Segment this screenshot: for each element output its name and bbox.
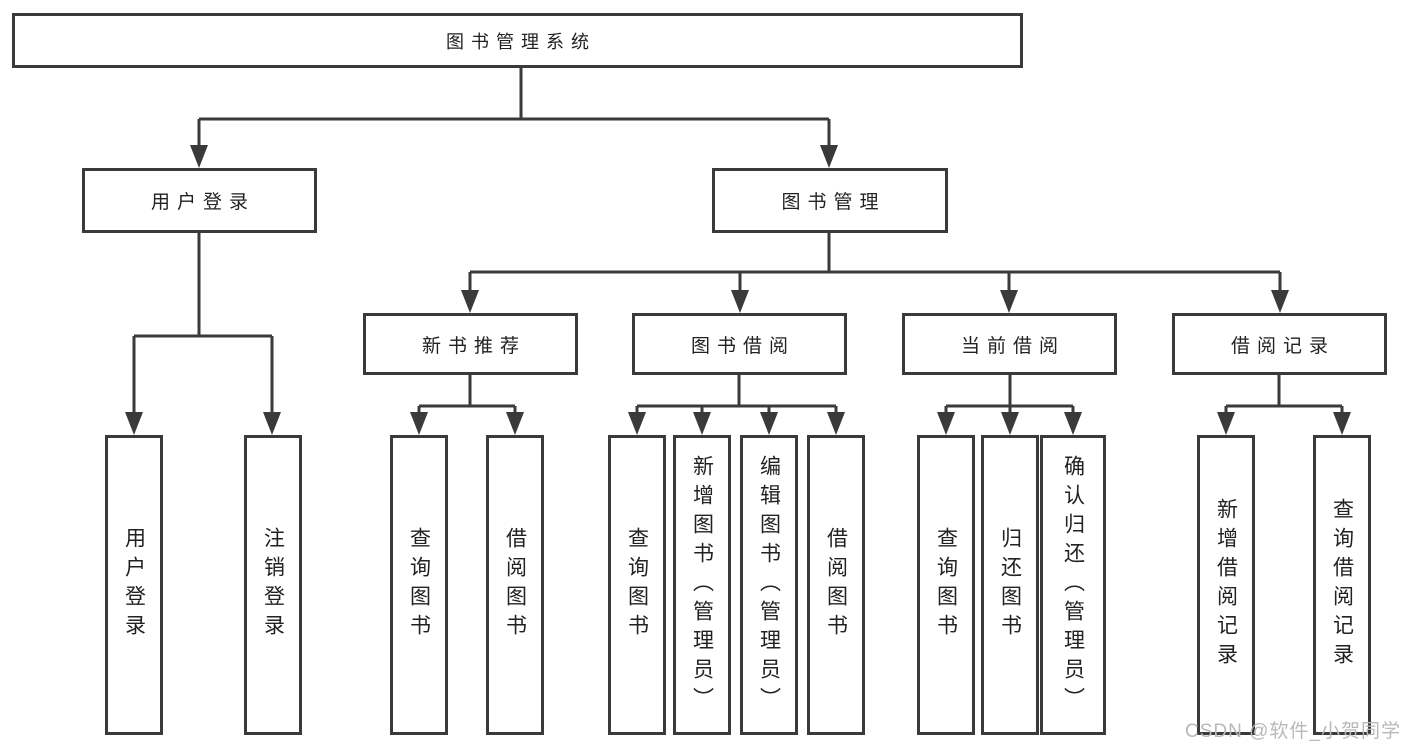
leaf-label: 新增借阅记录 bbox=[1214, 498, 1238, 672]
leaf-query-books-recommend: 查询图书 bbox=[390, 435, 448, 735]
leaf-label: 新增图书（管理员） bbox=[690, 454, 714, 716]
node-root-system: 图书管理系统 bbox=[12, 13, 1023, 68]
leaf-query-books-current: 查询图书 bbox=[917, 435, 975, 735]
leaf-label: 查询借阅记录 bbox=[1330, 498, 1354, 672]
leaf-user-login: 用户登录 bbox=[105, 435, 163, 735]
node-label: 图书管理系统 bbox=[446, 31, 596, 52]
arrowhead-icon bbox=[125, 145, 1351, 435]
leaf-borrow-books-recommend: 借阅图书 bbox=[486, 435, 544, 735]
leaf-confirm-return-admin: 确认归还（管理员） bbox=[1040, 435, 1106, 735]
node-user-login: 用户登录 bbox=[82, 168, 317, 233]
csdn-watermark: CSDN @软件_小贺同学 bbox=[1185, 721, 1401, 742]
node-label: 图书借阅 bbox=[690, 335, 795, 357]
node-label: 借阅记录 bbox=[1230, 335, 1335, 357]
node-label: 用户登录 bbox=[150, 192, 255, 213]
node-label: 新书推荐 bbox=[421, 335, 526, 357]
leaf-label: 查询图书 bbox=[407, 527, 431, 643]
leaf-borrow-books-borrowing: 借阅图书 bbox=[807, 435, 865, 735]
leaf-label: 编辑图书（管理员） bbox=[757, 454, 781, 716]
node-book-management: 图书管理 bbox=[712, 168, 948, 233]
leaf-query-borrow-record: 查询借阅记录 bbox=[1313, 435, 1371, 735]
leaf-label: 确认归还（管理员） bbox=[1061, 454, 1085, 716]
leaf-logout: 注销登录 bbox=[244, 435, 302, 735]
node-book-borrowing: 图书借阅 bbox=[632, 313, 847, 375]
leaf-query-books-borrowing: 查询图书 bbox=[608, 435, 666, 735]
leaf-return-books: 归还图书 bbox=[981, 435, 1039, 735]
leaf-label: 归还图书 bbox=[998, 527, 1022, 643]
node-label: 当前借阅 bbox=[960, 335, 1065, 357]
leaf-label: 查询图书 bbox=[934, 527, 958, 643]
leaf-label: 查询图书 bbox=[625, 527, 649, 643]
leaf-add-books-admin: 新增图书（管理员） bbox=[673, 435, 731, 735]
node-new-book-recommend: 新书推荐 bbox=[363, 313, 578, 375]
leaf-label: 用户登录 bbox=[122, 527, 146, 643]
leaf-label: 借阅图书 bbox=[824, 527, 848, 643]
leaf-label: 注销登录 bbox=[261, 527, 285, 643]
node-borrowing-records: 借阅记录 bbox=[1172, 313, 1387, 375]
node-label: 图书管理 bbox=[781, 192, 886, 213]
leaf-add-borrow-record: 新增借阅记录 bbox=[1197, 435, 1255, 735]
node-current-borrowing: 当前借阅 bbox=[902, 313, 1117, 375]
leaf-edit-books-admin: 编辑图书（管理员） bbox=[740, 435, 798, 735]
leaf-label: 借阅图书 bbox=[503, 527, 527, 643]
